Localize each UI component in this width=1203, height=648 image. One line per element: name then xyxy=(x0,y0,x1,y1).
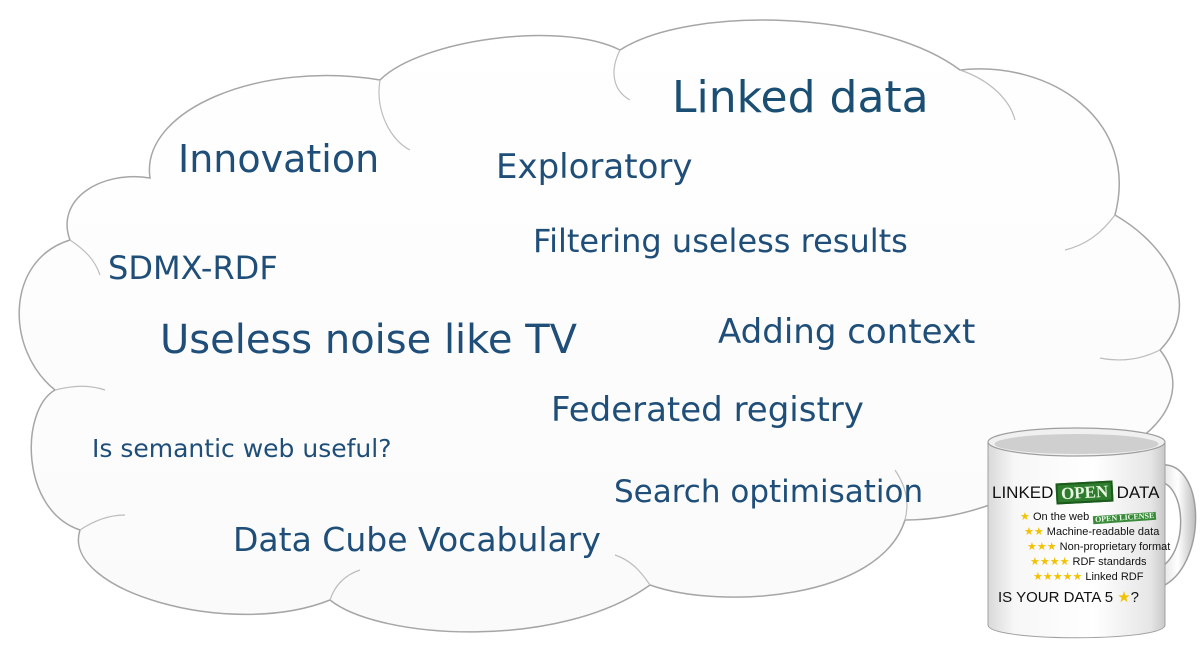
word-innovation: Innovation xyxy=(178,137,380,181)
word-search-optimisation: Search optimisation xyxy=(614,474,924,510)
word-linked-data: Linked data xyxy=(672,72,929,123)
word-adding-context: Adding context xyxy=(718,312,976,352)
cloud-lobe xyxy=(1099,349,1161,361)
cloud-lobe xyxy=(79,514,126,531)
mug-open-stamp: OPEN xyxy=(1055,480,1115,505)
star-icon: ★ xyxy=(1020,511,1030,523)
word-federated-registry: Federated registry xyxy=(551,390,864,430)
star-icon: ★★★ xyxy=(1027,541,1057,553)
word-useless-noise: Useless noise like TV xyxy=(160,317,578,363)
word-exploratory: Exploratory xyxy=(496,147,693,187)
cloud-lobe xyxy=(54,385,106,391)
star-icon: ★★★★★ xyxy=(1033,571,1083,583)
cloud-lobe xyxy=(329,569,361,601)
star-icon: ★★★★ xyxy=(1030,556,1070,568)
star-icon: ★★ xyxy=(1024,526,1044,538)
mug-line-4: ★★★★ RDF standards xyxy=(1030,556,1147,568)
word-sdmx-rdf: SDMX-RDF xyxy=(108,249,278,287)
mug-body xyxy=(987,427,1197,639)
mug-license-stamp: OPEN LICENSE xyxy=(1093,510,1157,525)
cloud-lobe xyxy=(378,79,411,151)
cloud-lobe xyxy=(959,69,1016,121)
cloud-lobe xyxy=(894,469,908,521)
cloud-lobe xyxy=(614,554,651,586)
word-filtering-useless-results: Filtering useless results xyxy=(533,222,908,260)
mug-line-3: ★★★ Non-proprietary format xyxy=(1027,541,1171,553)
cloud-lobe xyxy=(613,49,631,101)
cloud-lobe xyxy=(69,239,101,276)
mug-footer: IS YOUR DATA 5 ★? xyxy=(998,589,1140,606)
mug-line-5: ★★★★★ Linked RDF xyxy=(1033,571,1144,583)
star-icon: ★ xyxy=(1117,589,1131,606)
cloud-lobe xyxy=(1064,214,1116,251)
word-semantic-web-useful: Is semantic web useful? xyxy=(92,434,392,463)
word-data-cube-vocabulary: Data Cube Vocabulary xyxy=(233,520,601,559)
mug-line-2: ★★ Machine-readable data xyxy=(1024,526,1160,538)
